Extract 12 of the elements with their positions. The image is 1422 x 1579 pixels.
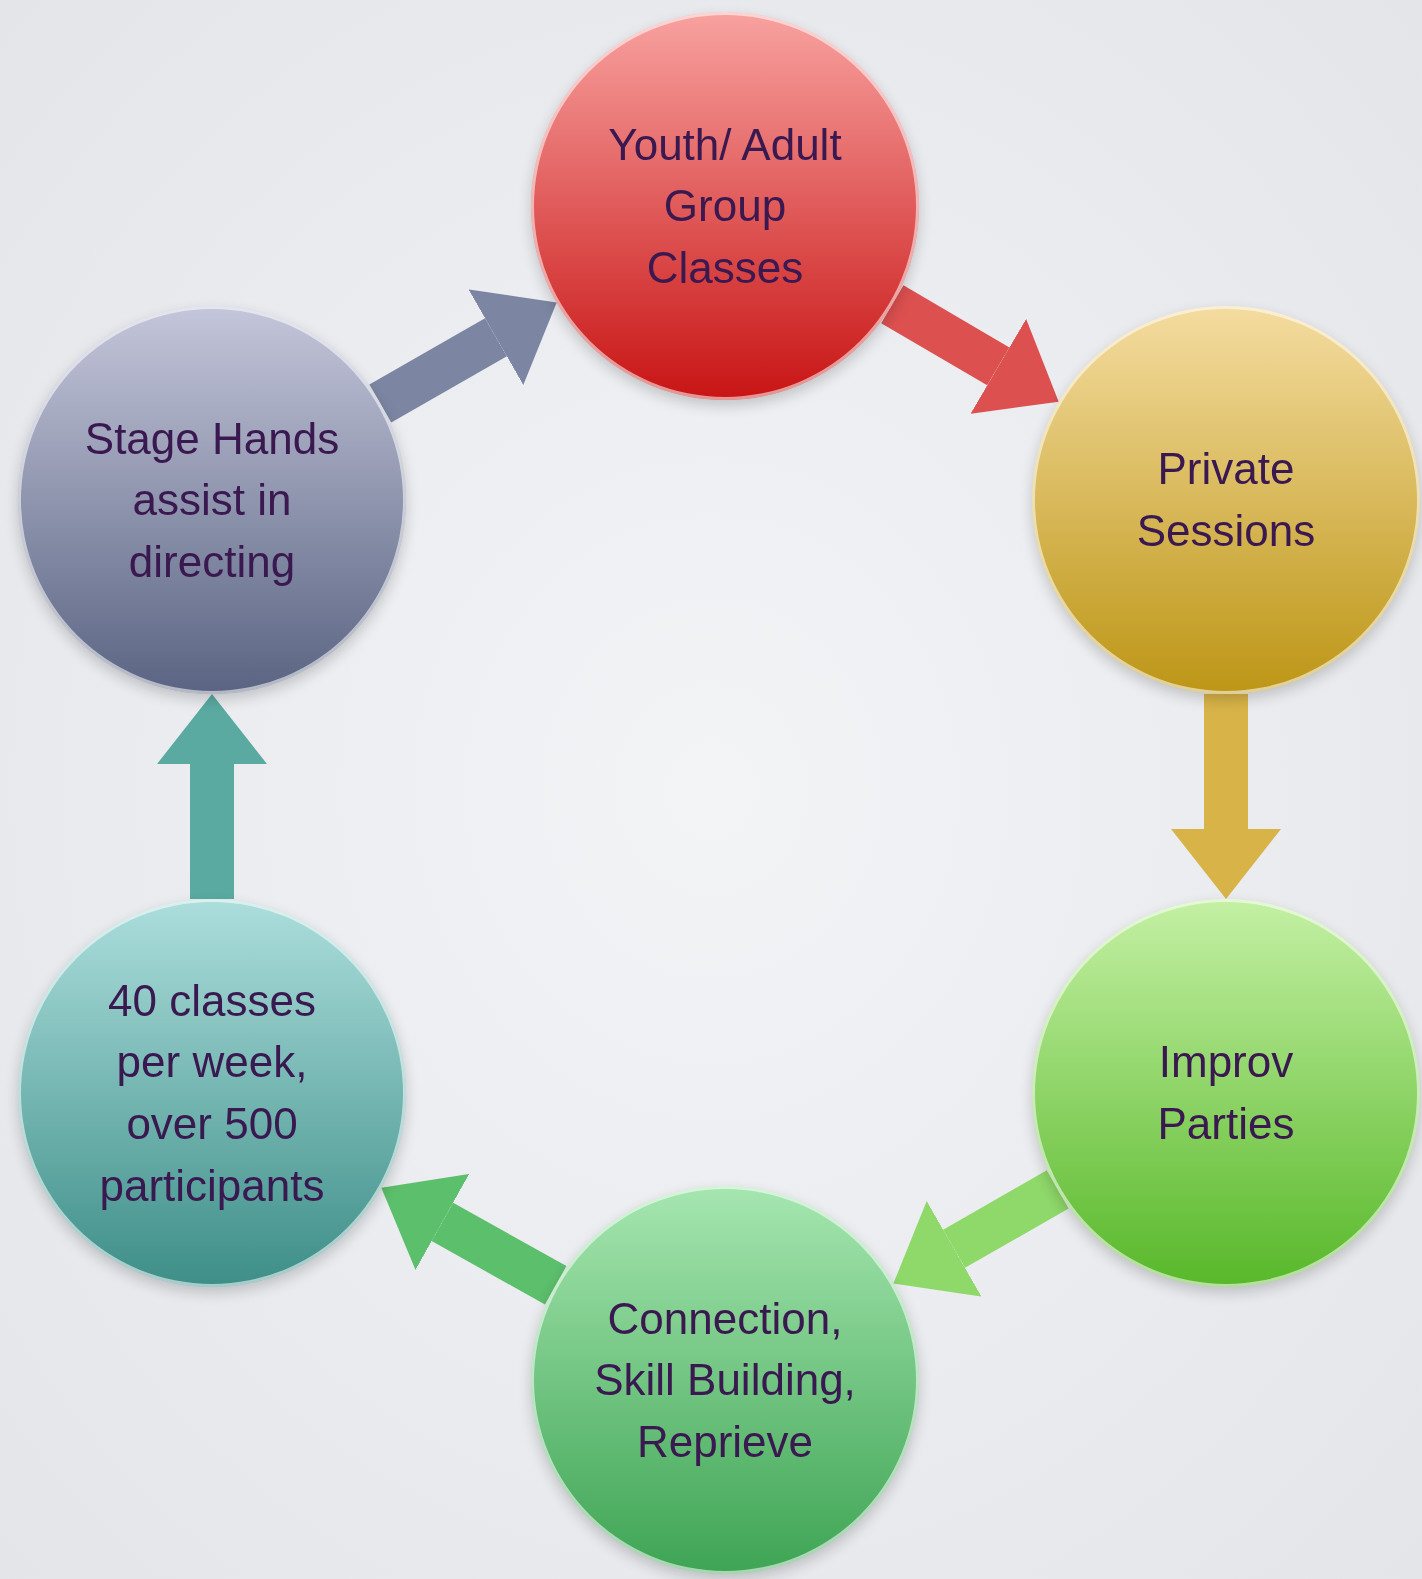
node-label: Stage Hands assist in directing [83, 412, 341, 588]
node-label: Private Sessions [1135, 443, 1317, 557]
block-arrow [381, 1173, 567, 1305]
block-arrow [893, 1170, 1069, 1297]
block-arrow [157, 694, 267, 899]
node-label: Youth/ Adult Group Classes [607, 118, 843, 294]
block-arrow [1171, 694, 1281, 899]
node-label: Improv Parties [1156, 1036, 1296, 1150]
node-label: 40 classes per week, over 500 participants [98, 974, 326, 1212]
node-label: Connection, Skill Building, Reprieve [593, 1292, 857, 1468]
block-arrow [369, 289, 557, 423]
block-arrow [881, 285, 1059, 414]
